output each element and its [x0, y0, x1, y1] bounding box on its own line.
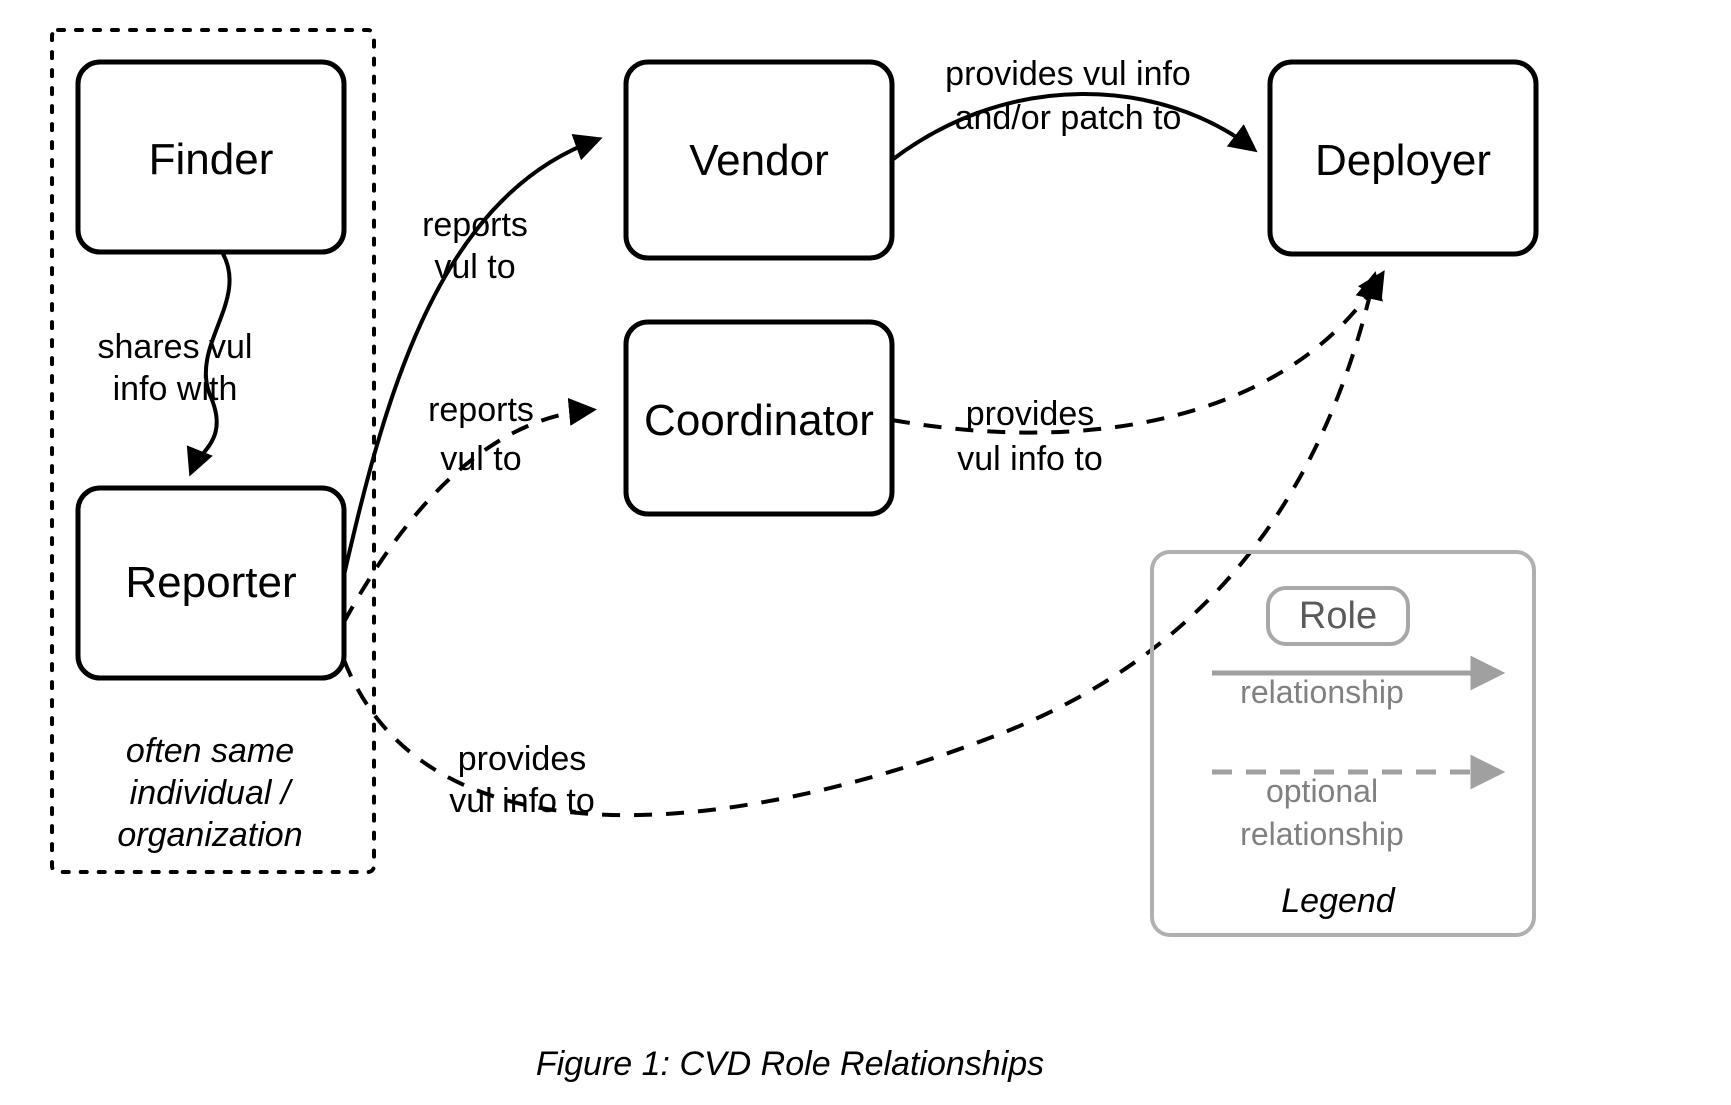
edge-label-line2: vul to	[440, 440, 521, 478]
node-finder-label: Finder	[149, 135, 274, 184]
edge-label-reporter-to-coordinator: reports vul to	[428, 391, 534, 478]
edge-label-line1: provides	[966, 395, 1095, 433]
node-coordinator[interactable]: Coordinator	[623, 319, 895, 517]
figure-caption: Figure 1: CVD Role Relationships	[536, 1045, 1044, 1083]
node-finder-box	[75, 59, 347, 255]
node-vendor-label: Vendor	[689, 136, 828, 185]
edge-label-line1: reports	[422, 206, 528, 244]
node-reporter-label: Reporter	[125, 558, 296, 607]
edge-label-line2: vul info to	[957, 440, 1103, 478]
group-note-line2: individual /	[130, 774, 294, 812]
legend-role-label: Role	[1299, 595, 1377, 637]
edge-label-vendor-to-deployer: provides vul info and/or patch to	[945, 55, 1191, 137]
legend: Role relationship optional relationship …	[1150, 550, 1536, 937]
edge-label-line1: shares vul	[98, 328, 253, 366]
legend-title: Legend	[1281, 882, 1396, 920]
legend-role-box	[1266, 586, 1410, 646]
edge-reporter-to-coordinator	[342, 397, 597, 623]
group-note-line1: often same	[126, 732, 294, 770]
edge-label-line1: reports	[428, 391, 534, 429]
node-coordinator-box	[623, 319, 895, 517]
edge-label-line2: and/or patch to	[955, 99, 1182, 137]
group-note: often same individual / organization	[117, 732, 302, 854]
legend-optional-label-line2: relationship	[1240, 816, 1404, 852]
edge-label-line2: vul to	[434, 248, 515, 286]
edge-reporter-to-vendor	[339, 133, 603, 589]
legend-box	[1150, 550, 1536, 937]
finder-reporter-group-box	[50, 28, 376, 874]
legend-relationship-label: relationship	[1240, 674, 1404, 710]
node-reporter[interactable]: Reporter	[75, 485, 347, 681]
edge-finder-to-reporter	[186, 250, 232, 477]
edge-label-line1: provides vul info	[945, 55, 1191, 93]
node-reporter-box	[75, 485, 347, 681]
edge-label-finder-to-reporter: shares vul info with	[98, 328, 253, 408]
node-deployer-box	[1267, 59, 1539, 257]
edge-label-line2: vul info to	[449, 782, 595, 820]
node-vendor[interactable]: Vendor	[623, 59, 895, 261]
node-finder[interactable]: Finder	[75, 59, 347, 255]
edge-label-coordinator-to-deployer: provides vul info to	[957, 395, 1103, 478]
group-note-line3: organization	[117, 816, 302, 854]
node-vendor-box	[623, 59, 895, 261]
edge-reporter-to-deployer	[342, 271, 1383, 818]
node-deployer-label: Deployer	[1315, 136, 1491, 185]
edge-label-line2: info with	[113, 370, 238, 408]
node-deployer[interactable]: Deployer	[1267, 59, 1539, 257]
edge-label-line1: provides	[458, 740, 587, 778]
edge-label-reporter-to-vendor: reports vul to	[422, 206, 528, 286]
legend-optional-label-line1: optional	[1266, 773, 1378, 809]
node-coordinator-label: Coordinator	[644, 396, 874, 445]
edge-vendor-to-deployer	[890, 92, 1258, 162]
edge-label-reporter-to-deployer: provides vul info to	[449, 740, 595, 820]
